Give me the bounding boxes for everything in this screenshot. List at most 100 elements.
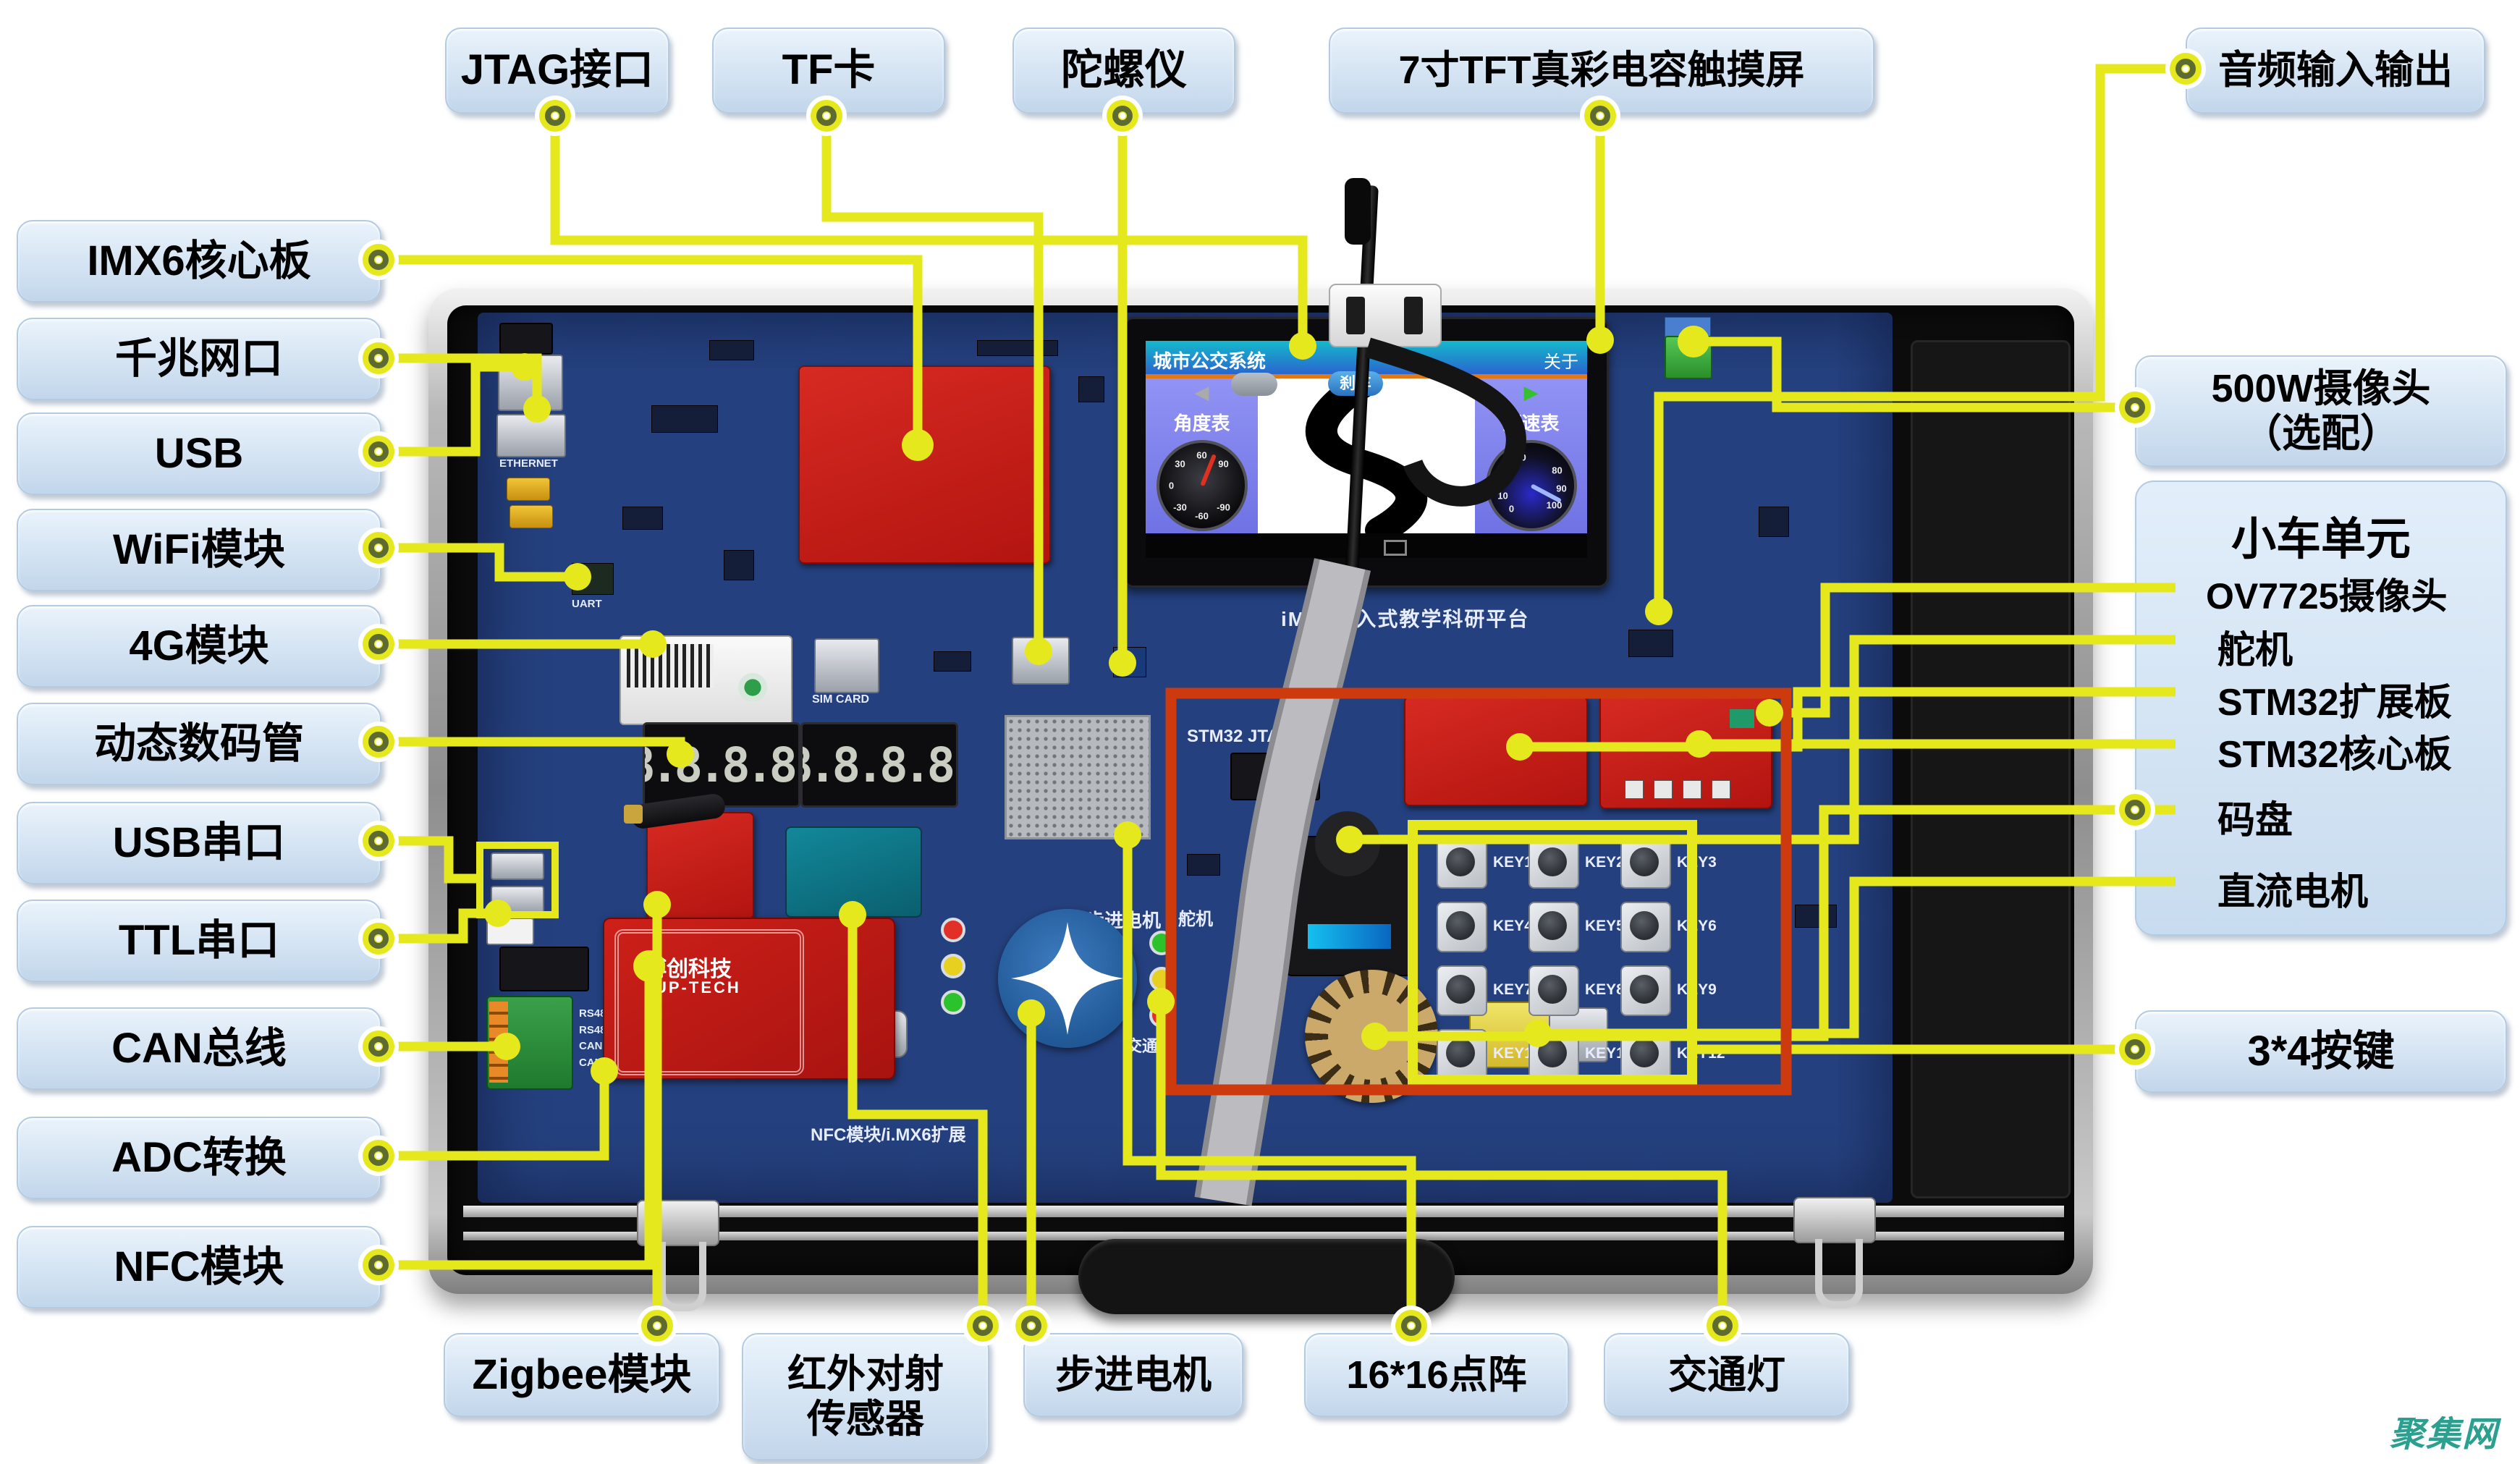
keypad-key: KEY8 [1529, 965, 1625, 1016]
car-unit-panel: 小车单元 OV7725摄像头 舵机 STM32扩展板 STM32核心板 码盘 直… [2135, 481, 2507, 936]
ir-label-line2: 传感器 [807, 1397, 924, 1441]
antenna-bracket [1329, 284, 1442, 347]
board-button [1683, 780, 1701, 799]
led-dot-matrix [1005, 715, 1151, 839]
gauge-tick: 40 [1515, 452, 1526, 463]
4g-module-barcode [627, 644, 714, 687]
bracket-slot [1346, 297, 1365, 334]
speed-gauge-title: 迈速表 [1502, 412, 1560, 434]
keypad-key: KEY3 [1620, 838, 1717, 889]
keypad-key: KEY12 [1620, 1029, 1725, 1080]
keypad-key: KEY6 [1620, 902, 1717, 952]
car-unit-item-stm32-core: STM32核心板 [2217, 734, 2452, 776]
servo-motor [1285, 811, 1414, 976]
4g-module-logo [738, 673, 767, 702]
label-gyroscope: 陀螺仪 [1012, 27, 1235, 114]
stm32-jtag-header [1230, 753, 1320, 800]
encoder-hub [1361, 1026, 1382, 1046]
gauge-tick: 80 [1552, 465, 1563, 476]
board-button [1625, 780, 1644, 799]
label-gigabit-eth: 千兆网口 [17, 318, 381, 400]
gauge-tick: -30 [1173, 502, 1187, 513]
label-ttl-serial: TTL串口 [17, 900, 381, 982]
camera-label-line2: （选配） [2243, 412, 2399, 455]
keypad-key: KEY11 [1529, 1029, 1632, 1080]
keypad-key: KEY9 [1620, 965, 1717, 1016]
screen-about-menu[interactable]: 关于 [1544, 352, 1578, 372]
traffic-led-red [1149, 1003, 1174, 1028]
infrared-sensor-module [785, 826, 922, 918]
gauge-tick: 60 [1196, 449, 1207, 461]
label-audio-io: 音频输入输出 [2186, 27, 2485, 114]
platform-silk: iMX6嵌入式教学科研平台 [1281, 608, 1530, 630]
zigbee-module [646, 812, 754, 920]
keypad-key: KEY2 [1529, 838, 1625, 889]
screen-navbar [1146, 533, 1587, 558]
label-keypad: 3*4按键 [2135, 1010, 2507, 1093]
traffic-led-green [941, 990, 965, 1015]
uptech-logo-en: UP-TECH [655, 978, 741, 997]
camera-label-line1: 500W摄像头 [2211, 366, 2431, 410]
car-unit-item-servo: 舵机 [2217, 630, 2293, 672]
traffic-led-green [1149, 931, 1174, 955]
board-button [1712, 780, 1730, 799]
label-can-bus: CAN总线 [17, 1007, 381, 1090]
nfc-expansion-board: 博创科技 UP-TECH [603, 918, 895, 1080]
gauge-tick: 90 [1556, 483, 1567, 494]
stm32-jtag-silk: STM32 JTAG [1187, 727, 1293, 746]
sim-card-slot [814, 638, 879, 693]
ethernet-port [496, 414, 566, 457]
pcb-ic [1078, 376, 1104, 402]
stm32-expansion-board [1404, 696, 1588, 806]
camera-connector-top [1665, 317, 1711, 337]
pcb-ic [1795, 905, 1837, 928]
gauge-tick: -60 [1195, 510, 1209, 522]
car-unit-item-ov7725: OV7725摄像头 [2206, 576, 2448, 617]
key-label: KEY8 [1585, 981, 1625, 998]
pcb-ic [709, 340, 754, 360]
car-unit-item-encoder: 码盘 [2217, 800, 2293, 842]
pcb-ic [622, 507, 663, 530]
usb-port-stack [498, 355, 563, 411]
label-usb: USB [17, 412, 381, 495]
stepper-motor [998, 909, 1137, 1048]
label-wifi: WiFi模块 [17, 509, 381, 591]
servo-silk: 舵机 [1178, 910, 1213, 929]
keypad-key: KEY7 [1437, 965, 1533, 1016]
traffic-led-yellow [1149, 967, 1174, 991]
imx6-core-board [798, 365, 1051, 564]
can-terminal-pins [489, 1002, 508, 1083]
power-connector [499, 323, 553, 355]
recent-apps-icon[interactable] [1384, 540, 1408, 556]
screen-button-left[interactable] [1231, 373, 1277, 396]
prev-arrow-icon[interactable]: ◀ [1194, 381, 1209, 403]
key-label: KEY2 [1585, 854, 1625, 871]
label-adc: ADC转换 [17, 1117, 381, 1199]
seven-segment-display: 8.8.8.8. [800, 722, 958, 808]
label-seven-seg: 动态数码管 [17, 703, 381, 785]
label-nfc: NFC模块 [17, 1226, 381, 1308]
label-zigbee: Zigbee模块 [444, 1333, 720, 1417]
pcb-ic [724, 550, 754, 580]
uart-silk: UART [572, 598, 602, 610]
pcb-ic [1628, 630, 1673, 657]
case-latch-left [637, 1200, 719, 1246]
key-label: KEY4 [1493, 918, 1533, 934]
angle-gauge-title: 角度表 [1173, 412, 1230, 434]
pcb-ic [1187, 854, 1220, 876]
watermark: 聚集网 [2390, 1416, 2499, 1454]
label-tft-screen: 7寸TFT真彩电容触摸屏 [1329, 27, 1874, 114]
gauge-tick: 30 [1502, 460, 1513, 472]
gauge-tick: 100 [1546, 499, 1563, 511]
label-camera-500w: 500W摄像头 （选配） [2135, 355, 2507, 467]
label-imx6-core: IMX6核心板 [17, 220, 381, 302]
next-arrow-icon[interactable]: ▶ [1523, 381, 1539, 403]
label-usb-serial: USB串口 [17, 802, 381, 884]
ir-label-line1: 红外对射 [787, 1352, 944, 1396]
car-unit-title: 小车单元 [2231, 515, 2411, 564]
case-latch-right [1793, 1197, 1876, 1243]
